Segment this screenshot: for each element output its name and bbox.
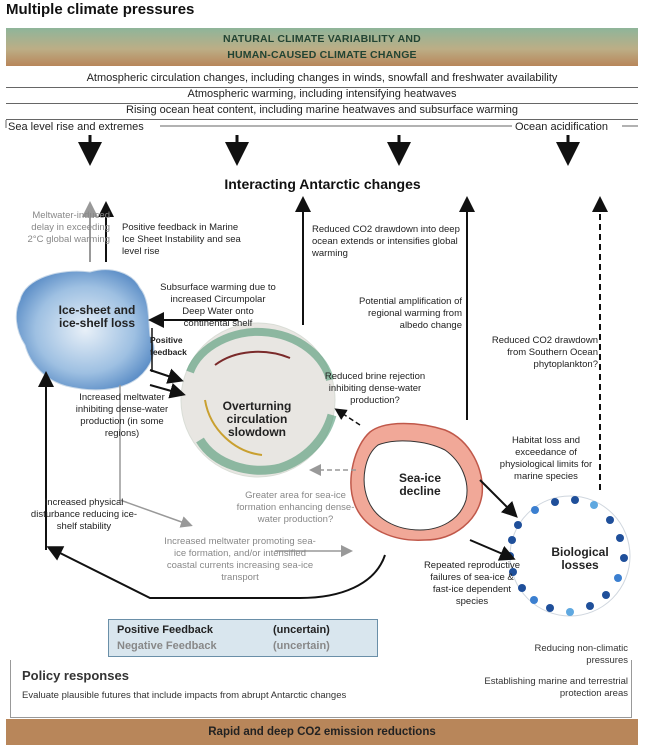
biology-dots: [506, 496, 628, 616]
banner-line-2: HUMAN-CAUSED CLIMATE CHANGE: [227, 49, 417, 61]
note-misi-feedback: Positive feedback in Marine Ice Sheet In…: [122, 222, 241, 257]
note-reproductive-failures: Repeated reproductive failures of sea-ic…: [423, 560, 521, 607]
node-sea-ice: Sea-ice decline: [398, 471, 442, 498]
node-ice-sheet: Ice-sheet and ice-shelf loss: [58, 303, 136, 330]
divider: [6, 87, 638, 88]
policy-non-climatic: Reducing non-climatic pressures: [534, 643, 628, 666]
note-meltwater-delay: Meltwater-induced delay in exceeding 2°C…: [27, 210, 110, 245]
node-overturning: Overturning circulation slowdown: [222, 399, 292, 439]
policy-text: Evaluate plausible futures that include …: [22, 690, 347, 701]
note-albedo: Potential amplification of regional warm…: [359, 296, 462, 331]
climate-change-banner: NATURAL CLIMATE VARIABILITY AND HUMAN-CA…: [6, 28, 638, 66]
node-biological: Biological losses: [551, 545, 609, 572]
pressure-arrows: [78, 135, 580, 166]
policy-frame: [10, 660, 632, 718]
note-co2-deep-ocean: Reduced CO2 drawdown into deep ocean ext…: [312, 224, 460, 259]
banner-line-1: NATURAL CLIMATE VARIABILITY AND: [223, 33, 421, 45]
legend-positive: Positive Feedback: [117, 624, 213, 636]
legend-uncertain-negative: (uncertain): [273, 640, 330, 652]
note-meltwater-promoting: Increased meltwater promoting sea-ice fo…: [164, 536, 316, 583]
policy-bottom-bar: Rapid and deep CO2 emission reductions: [6, 719, 638, 745]
legend-uncertain-positive: (uncertain): [273, 624, 330, 636]
note-habitat-loss: Habitat loss and exceedance of physiolog…: [499, 435, 593, 482]
note-physical-disturbance: Increased physical disturbance reducing …: [30, 497, 138, 532]
note-positive-feedback: Positive feedback: [150, 335, 187, 357]
divider: [6, 103, 638, 104]
note-meltwater-inhibiting: Increased meltwater inhibiting dense-wat…: [75, 392, 169, 439]
ice-sheet-map: [15, 269, 155, 391]
legend-negative: Negative Feedback: [117, 640, 217, 652]
policy-protection-areas: Establishing marine and terrestrial prot…: [484, 676, 628, 699]
pressure-ocean-heat: Rising ocean heat content, including mar…: [126, 104, 518, 116]
section-heading: Interacting Antarctic changes: [224, 176, 421, 192]
note-greater-area: Greater area for sea-ice formation enhan…: [236, 490, 355, 525]
pressure-atmospheric-circulation: Atmospheric circulation changes, includi…: [86, 72, 558, 84]
page-title: Multiple climate pressures: [6, 1, 195, 18]
pressure-atmospheric-warming: Atmospheric warming, including intensify…: [187, 88, 457, 100]
note-brine-rejection: Reduced brine rejection inhibiting dense…: [324, 371, 426, 406]
legend: Positive Feedback Negative Feedback (unc…: [108, 619, 378, 657]
note-subsurface-warming: Subsurface warming due to increased Circ…: [160, 282, 276, 329]
policy-heading: Policy responses: [22, 668, 129, 683]
pressure-ocean-acidification: Ocean acidification: [515, 121, 608, 133]
pressure-sea-level: Sea level rise and extremes: [8, 121, 144, 133]
note-co2-phytoplankton: Reduced CO2 drawdown from Southern Ocean…: [491, 335, 598, 370]
divider: [6, 119, 638, 120]
